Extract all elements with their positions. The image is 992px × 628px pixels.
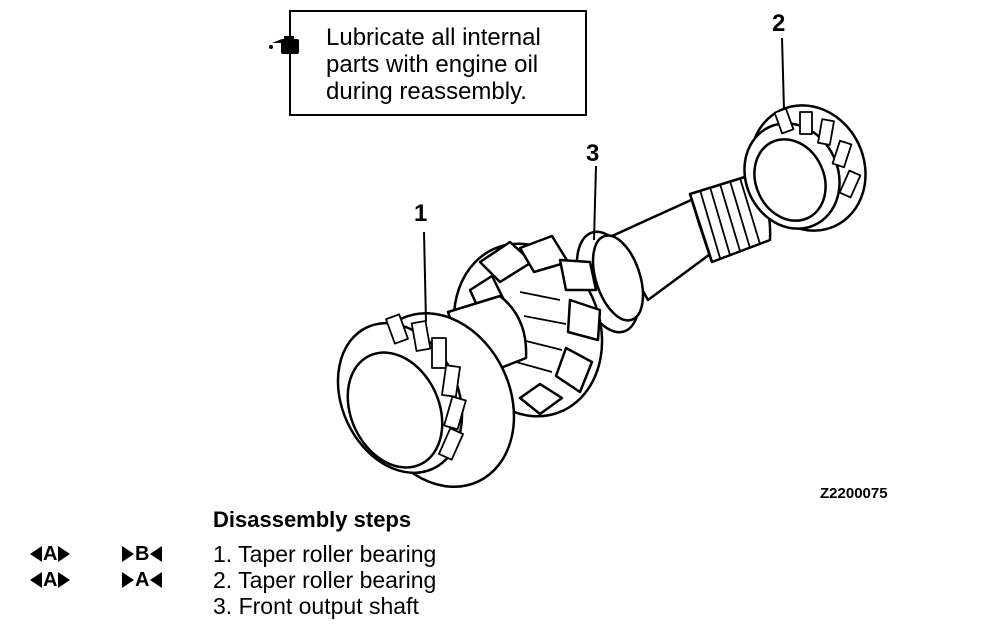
- figure-code: Z2200075: [820, 485, 888, 502]
- symbol-letter: B: [135, 542, 150, 565]
- leader-line-1: [423, 231, 427, 323]
- oil-can-icon: [268, 35, 302, 62]
- lubrication-note-text: Lubricate all internal parts with engine…: [326, 24, 541, 105]
- callout-2: 2: [772, 10, 786, 37]
- taper-roller-bearing-2: [743, 104, 867, 232]
- arrow-left-icon: [30, 546, 42, 562]
- taper-roller-bearing-1: [336, 311, 516, 489]
- arrow-right-icon: [122, 572, 134, 588]
- symbol-letter: A: [135, 568, 150, 591]
- symbol-letter: A: [43, 542, 58, 565]
- leader-line-3: [593, 165, 597, 241]
- arrow-right-icon: [58, 572, 71, 588]
- step-2: 2. Taper roller bearing: [213, 567, 437, 593]
- symbol-letter: A: [43, 568, 58, 591]
- callout-1: 1: [414, 200, 428, 227]
- step-1: 1. Taper roller bearing: [213, 541, 437, 567]
- step-2-disassembly-symbol: A: [30, 568, 71, 592]
- arrow-left-icon: [150, 546, 163, 562]
- step-1-reassembly-symbol: B: [122, 542, 163, 566]
- step-1-disassembly-symbol: A: [30, 542, 71, 566]
- leader-line-2: [781, 37, 785, 111]
- steps-title: Disassembly steps: [213, 507, 412, 532]
- arrow-left-icon: [150, 572, 163, 588]
- arrow-left-icon: [30, 572, 42, 588]
- arrow-right-icon: [58, 546, 71, 562]
- callout-3: 3: [586, 140, 600, 167]
- step-3: 3. Front output shaft: [213, 593, 419, 619]
- arrow-right-icon: [122, 546, 134, 562]
- lubrication-note-box: [289, 10, 587, 116]
- step-2-reassembly-symbol: A: [122, 568, 163, 592]
